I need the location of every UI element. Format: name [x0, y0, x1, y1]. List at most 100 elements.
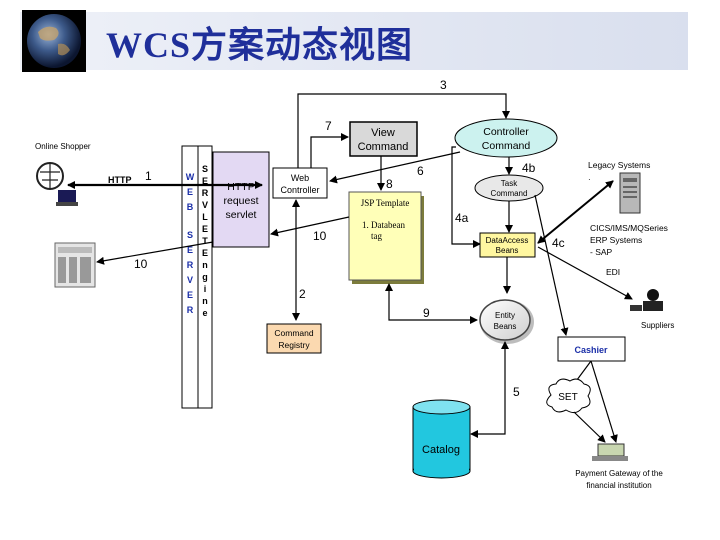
servlet-engine-letter-0: S [202, 164, 208, 174]
task-command-label-2: Command [491, 189, 528, 198]
catalog-label: Catalog [422, 444, 460, 456]
set-label: SET [558, 392, 577, 403]
servlet-engine-letter-2: R [202, 188, 209, 198]
arrow-4c-legacy [537, 180, 614, 244]
step-6: 6 [417, 164, 424, 178]
arrow-5 [470, 341, 509, 438]
web-server-letter-1: E [187, 187, 193, 197]
suppliers-label: Suppliers [641, 321, 674, 330]
controller-command-ellipse [454, 118, 558, 158]
cics-label-1: CICS/IMS/MQSeries [590, 223, 668, 233]
page-title: WCS方案动态视图 [106, 25, 414, 65]
web-server-letter-8: R [187, 305, 194, 315]
step-8: 8 [386, 177, 393, 191]
edi-label: EDI [606, 267, 620, 277]
servlet-engine-letter-12: e [202, 308, 207, 318]
command-registry-box [266, 323, 322, 354]
web-server-letter-0: W [186, 172, 195, 182]
step-5: 5 [513, 385, 520, 399]
servlet-engine-letter-10: i [204, 284, 207, 294]
mainframe-server-icon [619, 172, 641, 214]
arrow-set-to-gateway [573, 411, 606, 443]
jsp-template-title: JSP Template [361, 198, 410, 208]
web-server-letter-6: V [187, 275, 193, 285]
title-bar [20, 12, 688, 70]
arrow-10-browser [96, 241, 214, 265]
web-controller-label-1: Web [291, 173, 309, 183]
servlet-label-2: request [223, 195, 258, 207]
legacy-dot: · [588, 175, 591, 184]
catalog-cylinder [412, 399, 471, 479]
online-shopper-label: Online Shopper [35, 142, 91, 151]
servlet-engine-letter-9: g [202, 272, 208, 282]
entity-beans-label-2: Beans [494, 322, 517, 331]
controller-command-label-2: Command [482, 140, 531, 152]
servlet-label-1: HTTP [227, 181, 254, 193]
view-command-box [349, 121, 418, 157]
servlet-engine-letter-6: T [202, 236, 208, 246]
web-controller-box [272, 167, 328, 199]
servlet-engine-letter-4: L [202, 212, 208, 222]
dataaccess-label-2: Beans [496, 246, 519, 255]
payment-gateway-icon [592, 443, 628, 461]
shopper-computer-icon [36, 162, 78, 206]
web-server-letter-7: E [187, 290, 193, 300]
step-4b: 4b [522, 161, 536, 175]
arrow-9 [385, 283, 478, 324]
servlet-engine-letter-8: n [202, 260, 208, 270]
servlet-engine-letter-3: V [202, 200, 208, 210]
jsp-template-box [348, 191, 422, 281]
http-request-servlet-box [212, 151, 270, 248]
step-1: 1 [145, 169, 152, 183]
controller-command-label-1: Controller [483, 126, 529, 138]
arrow-cashier-to-gateway [590, 360, 618, 443]
cics-label-3: - SAP [590, 247, 613, 257]
task-command-label-1: Task [501, 179, 518, 188]
suppliers-icon [630, 289, 663, 311]
arrow-4a [451, 146, 481, 248]
view-command-label-2: Command [358, 141, 409, 153]
arrow-3 [297, 93, 510, 168]
arrow-4c-suppliers [537, 246, 633, 300]
legacy-systems-label: Legacy Systems [588, 160, 650, 170]
view-command-label-1: View [371, 127, 395, 139]
web-server-letter-3: S [187, 230, 193, 240]
command-registry-label-1: Command [274, 328, 313, 338]
web-controller-label-2: Controller [280, 185, 319, 195]
browser-page-icon [54, 242, 96, 288]
step-10-left: 10 [134, 257, 148, 271]
web-server-letter-5: R [187, 260, 194, 270]
globe-logo [22, 10, 86, 72]
step-10-right: 10 [313, 229, 327, 243]
entity-beans-label-1: Entity [495, 311, 515, 320]
step-4c: 4c [552, 236, 565, 250]
dataaccess-label-1: DataAccess [486, 236, 529, 245]
step-3: 3 [440, 78, 447, 92]
servlet-engine-letter-11: n [202, 296, 208, 306]
cashier-box [557, 336, 626, 362]
payment-gateway-label-1: Payment Gateway of the [575, 469, 663, 478]
step-2: 2 [299, 287, 306, 301]
servlet-label-3: servlet [226, 209, 257, 221]
step-7: 7 [325, 119, 332, 133]
http-label: HTTP [108, 175, 132, 185]
arrow-10-servlet [270, 216, 350, 237]
step-4a: 4a [455, 211, 469, 225]
set-cloud [546, 378, 591, 414]
servlet-engine-letter-5: E [202, 224, 208, 234]
jsp-item-1: 1. Databean [362, 220, 405, 230]
globe-icon [27, 14, 81, 68]
step-9: 9 [423, 306, 430, 320]
command-registry-label-2: Registry [278, 340, 310, 350]
jsp-item-2: tag [371, 231, 382, 241]
web-server-letter-4: E [187, 245, 193, 255]
servlet-engine-letter-7: E [202, 248, 208, 258]
payment-gateway-label-2: financial institution [586, 481, 651, 490]
servlet-engine-bar [197, 145, 213, 409]
dataaccess-beans-box [479, 232, 536, 258]
cics-label-2: ERP Systems [590, 235, 642, 245]
web-server-letter-2: B [187, 202, 194, 212]
